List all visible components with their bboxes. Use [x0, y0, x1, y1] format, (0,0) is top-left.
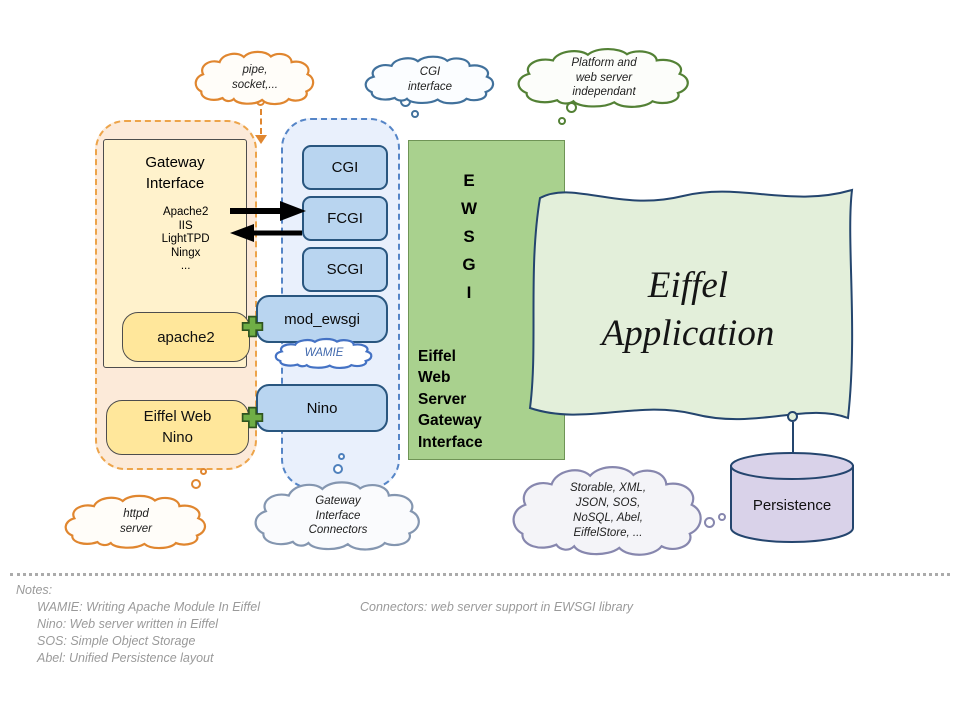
connector-pin-icon	[787, 411, 798, 422]
cloud-cgi-interface: CGI interface	[365, 55, 494, 105]
cloud-pipe-socket-text: pipe, socket,...	[231, 64, 279, 91]
thought-trail-dot	[411, 110, 419, 118]
pipe-dashed-arrow-line	[260, 109, 262, 134]
mod-ewsgi-label: mod_ewsgi	[284, 310, 360, 328]
connectors-note: Connectors: web server support in EWSGI …	[360, 600, 634, 614]
cloud-gateway-connectors-text: Gateway Interface Connectors	[308, 494, 368, 537]
cloud-httpd-text: httpd server	[120, 508, 152, 535]
eiffel-application-shape	[528, 188, 854, 421]
thought-trail-dot	[191, 479, 201, 489]
persistence-label: Persistence	[752, 496, 832, 514]
gateway-interface-title: Gateway Interface	[145, 154, 205, 192]
request-response-arrows	[230, 201, 306, 242]
note-item: WAMIE: Writing Apache Module In Eiffel	[37, 600, 261, 614]
cloud-storage-options: Storable, XML, JSON, SOS, NoSQL, Abel, E…	[512, 464, 702, 558]
arrow-left-head-icon	[230, 224, 254, 242]
eiffel-web-nino-box: Eiffel Web Nino	[106, 400, 249, 455]
fcgi-label: FCGI	[327, 210, 363, 227]
cloud-platform-independent: Platform and web server independant	[517, 47, 689, 109]
arrow-right-head-icon	[280, 201, 306, 221]
thought-trail-dot	[333, 464, 343, 474]
cylinder-shape	[730, 452, 854, 543]
cloud-httpd-server: httpd server	[64, 494, 206, 550]
plug-connector-icon	[241, 315, 264, 338]
apache2-box: apache2	[122, 312, 250, 362]
cloud-cgi-interface-text: CGI interface	[407, 66, 453, 93]
thought-trail-dot	[704, 517, 715, 528]
note-item: Nino: Web server written in Eiffel	[37, 617, 219, 631]
note-item: Abel: Unified Persistence layout	[37, 651, 214, 665]
cloud-gateway-connectors: Gateway Interface Connectors	[254, 480, 420, 552]
thought-trail-dot	[338, 453, 345, 460]
notes-heading: Notes:	[16, 583, 53, 597]
cgi-label: CGI	[331, 159, 359, 176]
wamie-cloud: WAMIE	[275, 338, 372, 369]
scgi-box: SCGI	[302, 247, 388, 292]
web-servers-list: Apache2 IIS LightTPD Ningx ...	[161, 206, 210, 272]
cgi-box: CGI	[302, 145, 388, 190]
thought-trail-dot	[558, 117, 566, 125]
scgi-label: SCGI	[326, 261, 364, 278]
plug-connector-icon	[241, 406, 264, 429]
mod-ewsgi-box: mod_ewsgi	[256, 295, 388, 343]
cloud-pipe-socket: pipe, socket,...	[195, 50, 314, 106]
cloud-platform-text: Platform and web server independant	[571, 56, 637, 99]
wamie-label: WAMIE	[304, 347, 344, 360]
ewsgi-acronym: E W S G I	[460, 171, 478, 302]
connector-pin-line	[792, 422, 794, 453]
persistence-cylinder: Persistence	[728, 450, 856, 546]
nino-label: Nino	[306, 399, 338, 417]
eiffel-web-nino-label: Eiffel Web Nino	[143, 408, 212, 446]
fcgi-box: FCGI	[302, 196, 388, 241]
note-item: SOS: Simple Object Storage	[37, 634, 196, 648]
nino-box: Nino	[256, 384, 388, 432]
thought-trail-dot	[200, 468, 207, 475]
eiffel-application-title: Eiffel Application	[601, 265, 775, 355]
pipe-dashed-arrow-head-icon	[255, 135, 267, 144]
thought-trail-dot	[718, 513, 726, 521]
cloud-storage-text: Storable, XML, JSON, SOS, NoSQL, Abel, E…	[569, 482, 647, 539]
apache2-label: apache2	[157, 328, 215, 346]
notes-separator	[10, 573, 950, 576]
ewsgi-label: Eiffel Web Server Gateway Interface	[418, 347, 483, 451]
